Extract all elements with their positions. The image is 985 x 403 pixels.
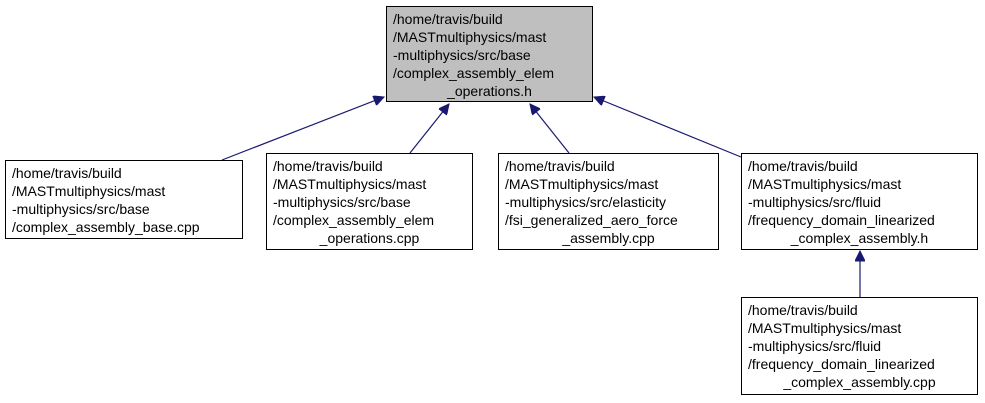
node-line: -multiphysics/src/elasticity	[505, 194, 667, 210]
node-line: /home/travis/build	[505, 158, 615, 174]
node-line: _complex_assembly.cpp	[783, 374, 936, 390]
node-line: /MASTmultiphysics/mast	[273, 176, 427, 192]
node-line: /home/travis/build	[393, 11, 503, 27]
node-line: /complex_assembly_elem	[393, 65, 555, 81]
node-line: /MASTmultiphysics/mast	[505, 176, 659, 192]
node-line: _complex_assembly.h	[790, 230, 929, 246]
node-fsi-generalized-aero-force-assembly-cpp[interactable]: /home/travis/build /MASTmultiphysics/mas…	[498, 153, 719, 250]
edge-base-cpp-to-root	[221, 97, 384, 161]
node-line: /home/travis/build	[273, 158, 383, 174]
node-line: -multiphysics/src/base	[393, 47, 531, 63]
node-line: /MASTmultiphysics/mast	[748, 176, 902, 192]
node-line: /home/travis/build	[12, 165, 122, 181]
node-line: /frequency_domain_linearized	[748, 212, 935, 228]
node-line: /frequency_domain_linearized	[748, 356, 935, 372]
node-line: _operations.cpp	[319, 230, 420, 246]
node-line: /complex_assembly_elem	[273, 212, 435, 228]
edge-elem-ops-cpp-to-root	[409, 104, 449, 154]
edge-freq-h-to-root	[594, 97, 742, 158]
node-line: -multiphysics/src/base	[12, 201, 150, 217]
node-line: -multiphysics/src/fluid	[748, 338, 882, 354]
node-line: /home/travis/build	[748, 302, 858, 318]
node-line: -multiphysics/src/fluid	[748, 194, 882, 210]
node-frequency-domain-linearized-complex-assembly-h[interactable]: /home/travis/build /MASTmultiphysics/mas…	[741, 153, 978, 250]
edge-fsi-cpp-to-root	[530, 104, 570, 154]
node-line: /fsi_generalized_aero_force	[505, 212, 678, 228]
node-line: /MASTmultiphysics/mast	[748, 320, 902, 336]
node-line: /home/travis/build	[748, 158, 858, 174]
node-line: /MASTmultiphysics/mast	[12, 183, 166, 199]
node-line: _operations.h	[447, 83, 532, 99]
node-complex-assembly-elem-operations-cpp[interactable]: /home/travis/build /MASTmultiphysics/mas…	[266, 153, 473, 250]
node-complex-assembly-base-cpp[interactable]: /home/travis/build /MASTmultiphysics/mas…	[5, 160, 243, 239]
node-line: _assembly.cpp	[562, 230, 655, 246]
node-frequency-domain-linearized-complex-assembly-cpp[interactable]: /home/travis/build /MASTmultiphysics/mas…	[741, 297, 978, 395]
node-complex-assembly-elem-operations-h[interactable]: /home/travis/build /MASTmultiphysics/mas…	[386, 6, 593, 102]
node-line: /MASTmultiphysics/mast	[393, 29, 547, 45]
node-line: /complex_assembly_base.cpp	[12, 219, 200, 235]
node-line: -multiphysics/src/base	[273, 194, 411, 210]
